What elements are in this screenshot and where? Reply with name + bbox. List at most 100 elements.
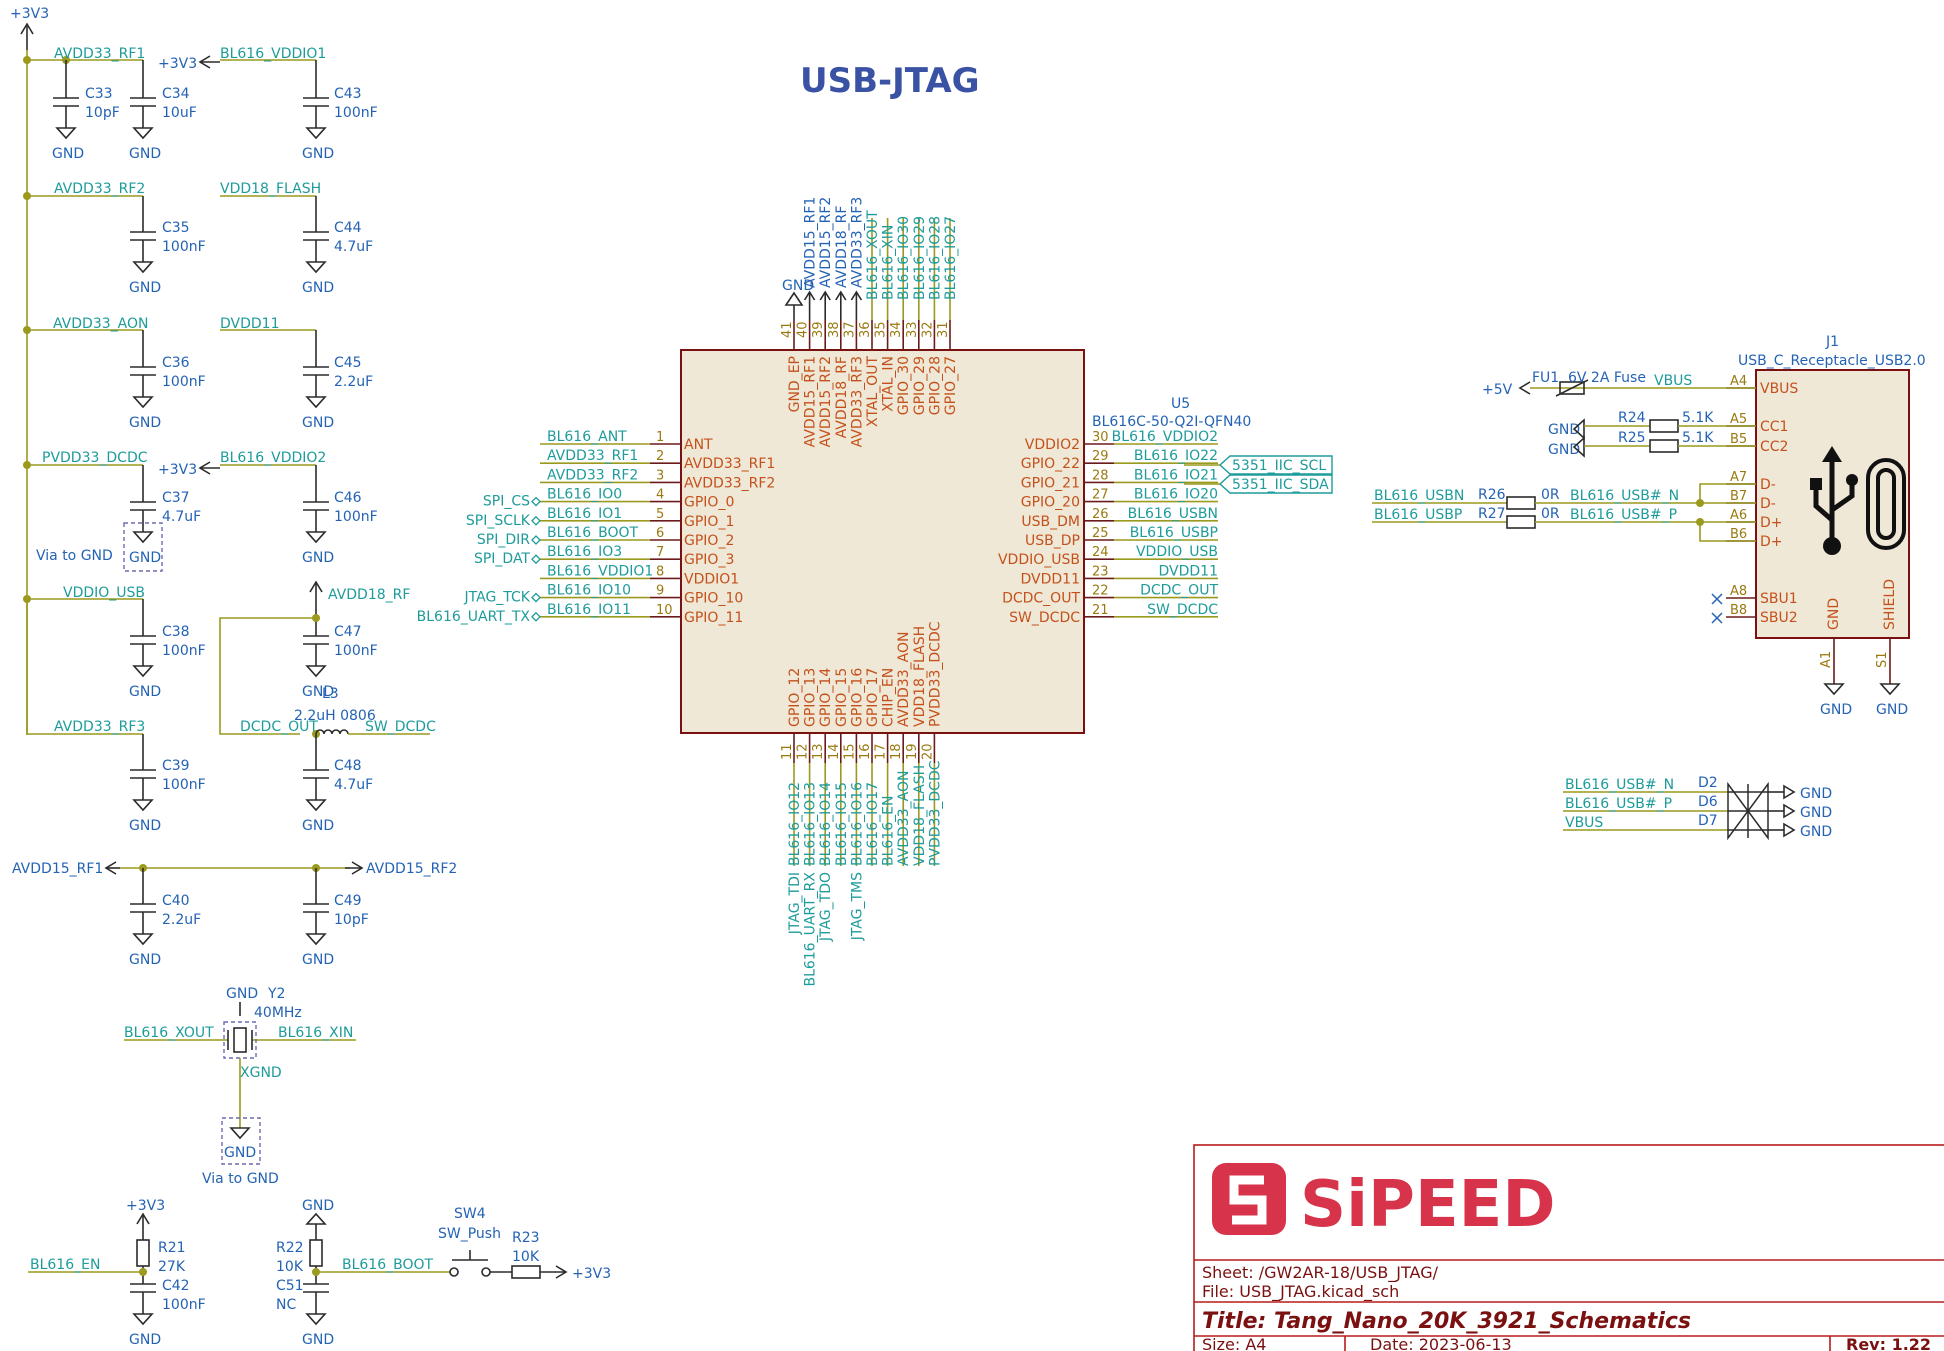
cap-value: 100nF	[162, 374, 206, 390]
inductor-ref: L3	[322, 686, 339, 702]
gnd-label: GND	[302, 280, 334, 296]
gnd-label: GND	[302, 1332, 334, 1348]
pin-number: 30	[1092, 430, 1109, 445]
xgnd-label: XGND	[240, 1065, 282, 1081]
pin-number: S1	[1875, 651, 1890, 668]
diode-ref: D6	[1698, 794, 1718, 810]
net-label: BL616_XIN	[881, 225, 897, 300]
net-label: AVDD33_RF1	[547, 448, 638, 464]
net-label: BL616_IO16	[849, 782, 865, 866]
pin-number: A5	[1730, 412, 1747, 427]
hier-label: BL616_UART_TX	[417, 609, 531, 625]
pin-name: GPIO_14	[818, 668, 834, 727]
pin-name: DVDD11	[1021, 571, 1081, 587]
pin-number: 3	[656, 468, 664, 483]
diode-ref: D2	[1698, 775, 1718, 791]
pin-number: 34	[889, 321, 904, 338]
cap-ref: C51	[276, 1278, 304, 1294]
net-label: BL616_IO13	[803, 782, 819, 866]
net-label: SW_DCDC	[1147, 602, 1218, 618]
pin-name: VDD18_FLASH	[912, 626, 928, 727]
file-name: File: USB_JTAG.kicad_sch	[1202, 1282, 1399, 1302]
cap-ref: C37	[162, 490, 190, 506]
pin-name: XTAL_OUT	[865, 356, 881, 427]
net-label-iic-sda: 5351_IIC_SDA	[1232, 477, 1329, 493]
pin-name: GPIO_3	[684, 552, 734, 568]
hier-connector	[531, 496, 541, 507]
sheet-path: Sheet: /GW2AR-18/USB_JTAG/	[1202, 1263, 1439, 1283]
pin-number: 40	[796, 321, 811, 338]
net-label-bl616-usbn: BL616_USBN	[1374, 488, 1464, 504]
gnd-label: GND	[302, 1198, 334, 1214]
cap-ref: C47	[334, 624, 362, 640]
pin-number: 29	[1092, 449, 1109, 464]
pin-number: A6	[1730, 508, 1747, 523]
cap-ref: C35	[162, 220, 190, 236]
pin-number: 16	[858, 743, 873, 760]
pin-number: 33	[905, 321, 920, 338]
pin-name: GPIO_28	[927, 356, 943, 415]
resistor-value: 0R	[1541, 506, 1560, 522]
cap-value: NC	[276, 1297, 296, 1313]
resistor-ref: R22	[276, 1240, 304, 1256]
pin-name: AVDD15_RF2	[818, 356, 834, 447]
ic-ref: U5	[1171, 396, 1190, 412]
cap-value: 100nF	[162, 1297, 206, 1313]
title-block: SiPEED Sheet: /GW2AR-18/USB_JTAG/ File: …	[1193, 1144, 1944, 1351]
pin-number: B7	[1730, 489, 1747, 504]
pin-number: 7	[656, 545, 664, 560]
pin-number: 21	[1092, 603, 1109, 618]
resistor-value: 5.1K	[1682, 430, 1714, 446]
cap-value: 100nF	[162, 239, 206, 255]
inductor-l3	[315, 729, 349, 735]
net-label: BL616_IO0	[547, 487, 622, 503]
switch-ref: SW4	[454, 1206, 486, 1222]
pin-name: SW_DCDC	[1009, 610, 1080, 626]
cap-ref: C34	[162, 86, 190, 102]
pin-name: GPIO_15	[834, 668, 850, 727]
pin-number: 13	[811, 743, 826, 760]
resistor-ref: R25	[1618, 430, 1646, 446]
power-rail-3v3: +3V3	[10, 6, 49, 735]
cap-ref: C36	[162, 355, 190, 371]
cap-value: 2.2uF	[162, 912, 201, 928]
pin-name: GPIO_2	[684, 533, 734, 549]
hier-label: SPI_SCLK	[466, 513, 531, 529]
pin-number: 17	[874, 743, 889, 760]
cap-value: 4.7uF	[334, 777, 373, 793]
resistor-value: 10K	[512, 1249, 540, 1265]
pin-name: VBUS	[1760, 381, 1798, 397]
pin-name: AVDD33_RF3	[849, 356, 865, 447]
pin-number: A1	[1819, 651, 1834, 668]
resistor-value: 27K	[158, 1259, 186, 1275]
net-label-dvdd11: DVDD11	[220, 316, 280, 332]
net-label-avdd15-rf1: AVDD15_RF1	[12, 861, 103, 877]
pin-number: 5	[656, 507, 664, 522]
cap-value: 100nF	[334, 105, 378, 121]
pin-name: GPIO_29	[912, 356, 928, 415]
net-label: BL616_IO1	[547, 506, 622, 522]
pin-number: 41	[780, 321, 795, 338]
pin-name: CC2	[1760, 439, 1788, 455]
gnd-label: GND	[302, 146, 334, 162]
pin-name: GND	[1826, 598, 1842, 630]
net-label-avdd33-rf3: AVDD33_RF3	[54, 719, 145, 735]
hier-connector	[531, 535, 541, 545]
power-label-3v3: +3V3	[126, 1198, 165, 1214]
hier-connector	[531, 611, 541, 622]
gnd-label: GND	[302, 684, 334, 700]
cap-value: 4.7uF	[334, 239, 373, 255]
cap-ref: C40	[162, 893, 190, 909]
cap-value: 100nF	[334, 509, 378, 525]
pin-name: SBU1	[1760, 591, 1798, 607]
cap-ref: C38	[162, 624, 190, 640]
pin-name: D+	[1760, 534, 1783, 550]
fuse-value: 6V 2A Fuse	[1568, 370, 1646, 386]
pin-number: 35	[874, 321, 889, 338]
net-label-usb-n: BL616_USB#_N	[1570, 488, 1679, 504]
net-label: AVDD18_RF	[834, 206, 850, 288]
net-label: PVDD33_DCDC	[927, 760, 943, 866]
decoupling-group-pvdd33-dcdc: PVDD33_DCDC C37 4.7uF GND Via to GND +3V…	[27, 450, 378, 572]
